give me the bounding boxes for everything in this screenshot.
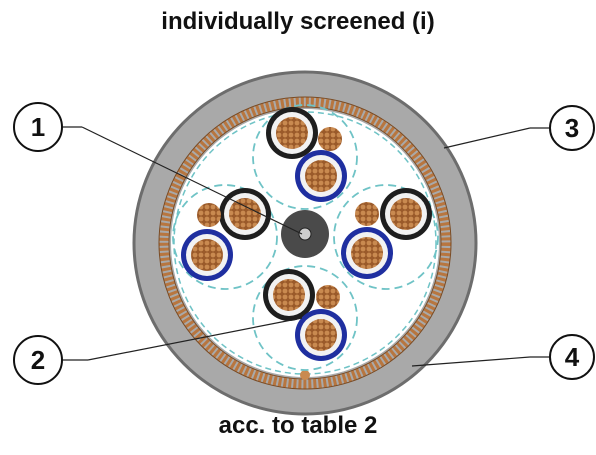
pair-right <box>341 188 432 279</box>
callout-1: 1 <box>13 102 63 152</box>
callout-4: 4 <box>549 334 595 380</box>
callout-1-label: 1 <box>31 112 45 142</box>
drain-wire-top <box>318 127 342 151</box>
pair-left <box>181 188 271 281</box>
callout-2-label: 2 <box>31 345 45 375</box>
pair-screen-left <box>172 184 278 290</box>
callout-3-label: 3 <box>565 113 579 143</box>
pair-screen-top <box>252 104 358 210</box>
pair-top <box>266 107 347 202</box>
drain-wire-right <box>355 202 379 226</box>
pair-screen-right <box>333 184 439 290</box>
callout-3: 3 <box>549 105 595 151</box>
pair-screen-bottom <box>252 265 358 371</box>
drain-wire-left <box>197 203 221 227</box>
copper-braid <box>159 97 451 389</box>
callout-4-label: 4 <box>565 342 580 372</box>
drain-wire-bottom <box>316 285 340 309</box>
callout-2: 2 <box>13 335 63 385</box>
diagram-title: individually screened (i) <box>161 8 435 35</box>
diagram-footer: acc. to table 2 <box>218 412 378 439</box>
pair-bottom <box>263 269 347 361</box>
